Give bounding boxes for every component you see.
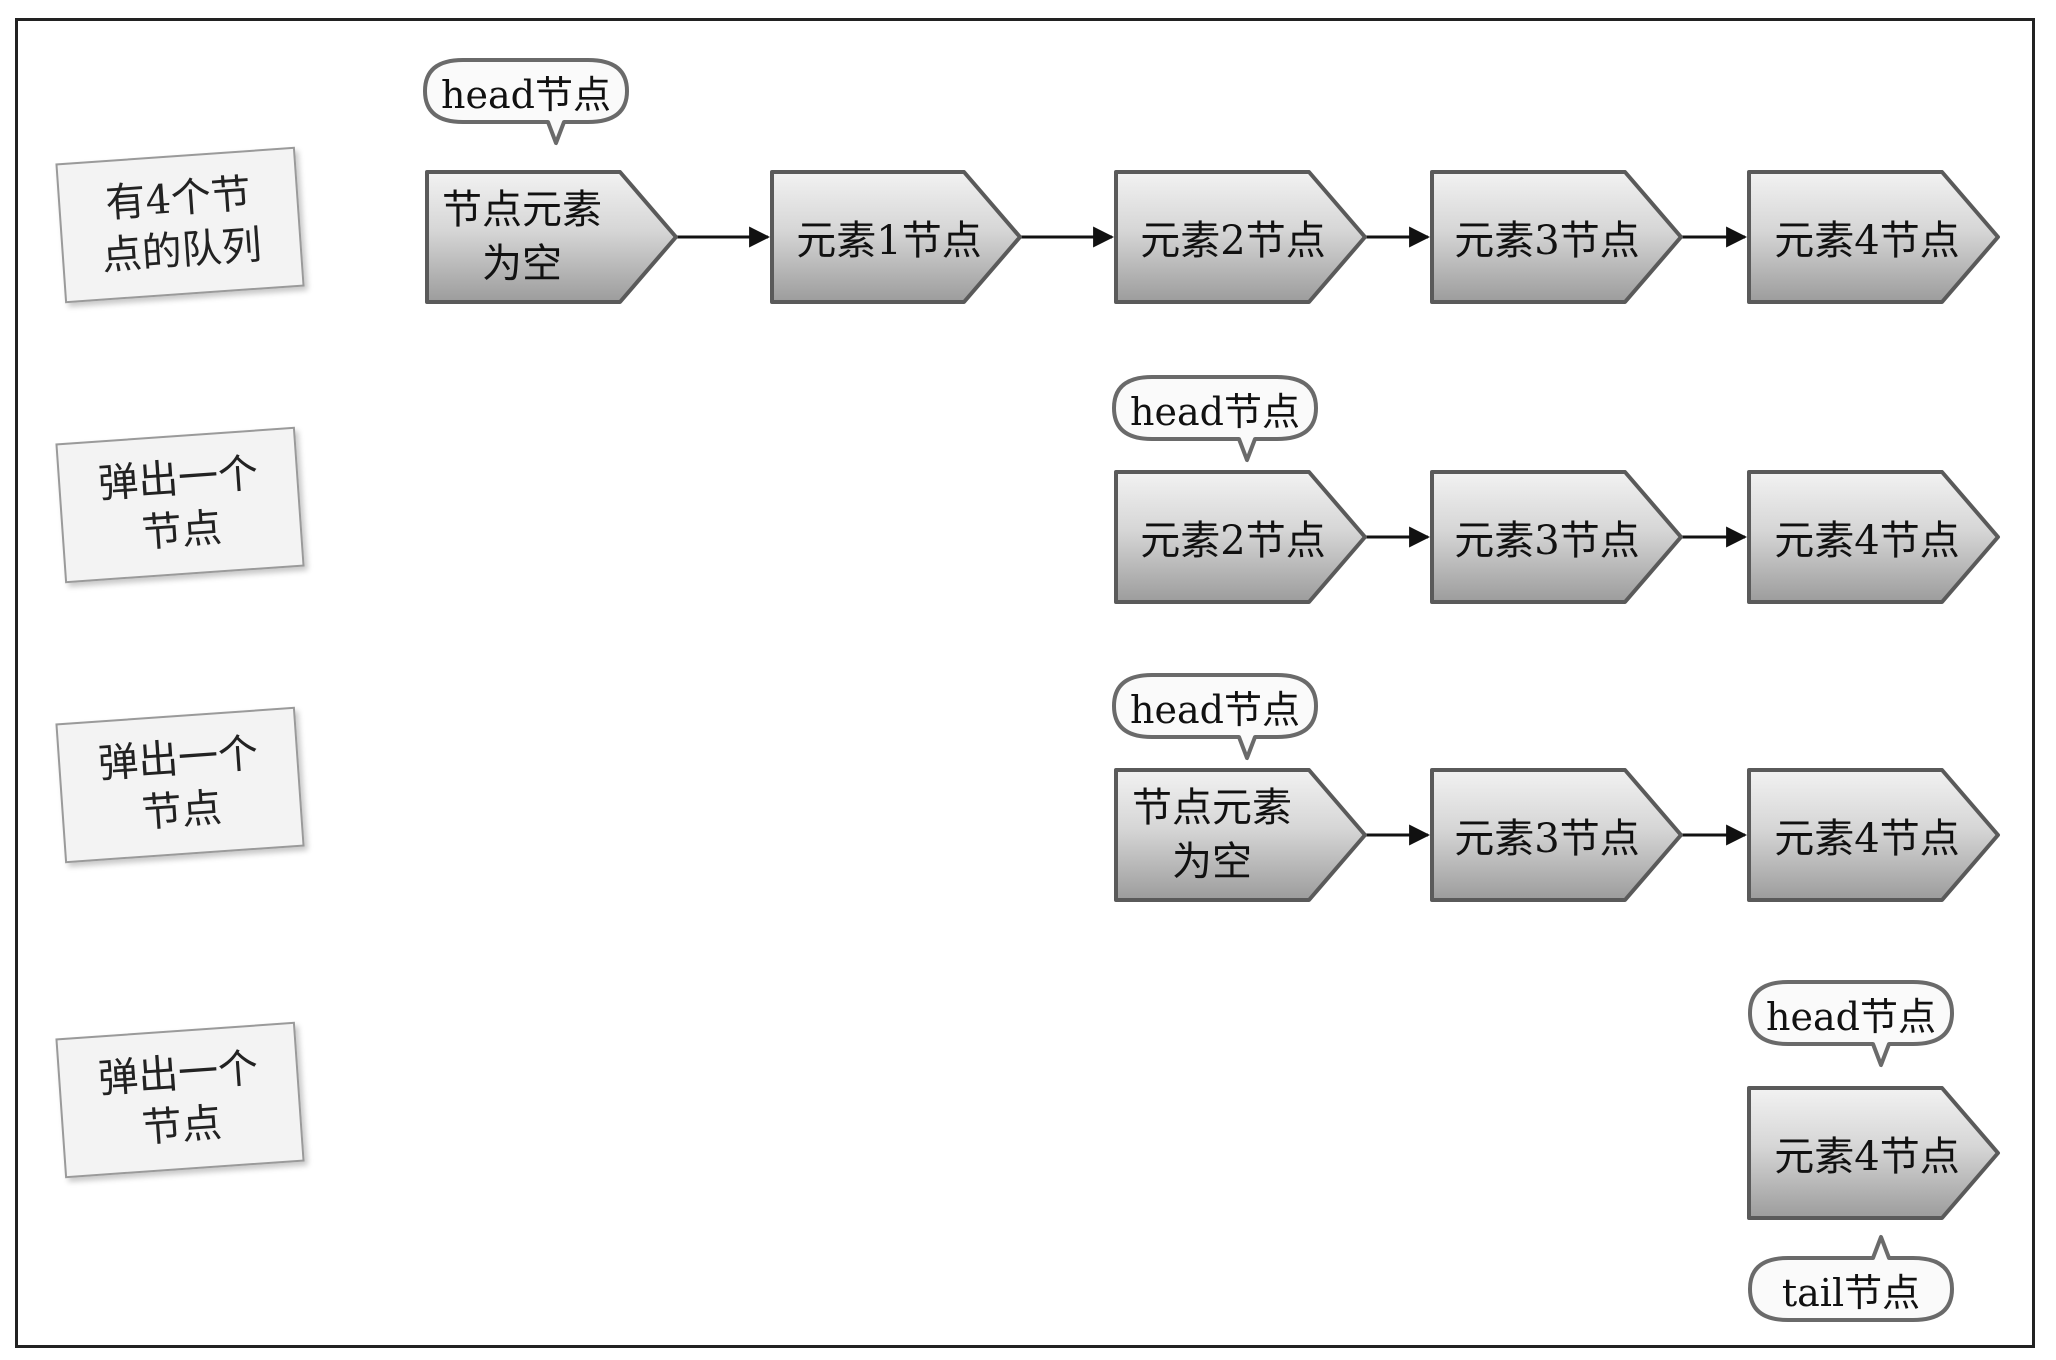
- queue-node: [1114, 170, 1367, 304]
- head-callout: [1112, 673, 1318, 760]
- head-callout: [1748, 980, 1954, 1067]
- queue-node: [770, 170, 1022, 304]
- queue-node: [1430, 170, 1683, 304]
- head-callout: [423, 58, 629, 145]
- queue-node: [1114, 470, 1367, 604]
- queue-node: [1747, 1086, 2000, 1220]
- head-callout: [1112, 375, 1318, 462]
- queue-node: [1114, 768, 1367, 902]
- queue-node: [1747, 170, 2000, 304]
- queue-node: [1430, 470, 1683, 604]
- queue-node: [425, 170, 678, 304]
- queue-node: [1747, 768, 2000, 902]
- queue-node: [1747, 470, 2000, 604]
- tail-callout: [1748, 1235, 1954, 1322]
- queue-node: [1430, 768, 1683, 902]
- diagram-frame: [15, 18, 2035, 1348]
